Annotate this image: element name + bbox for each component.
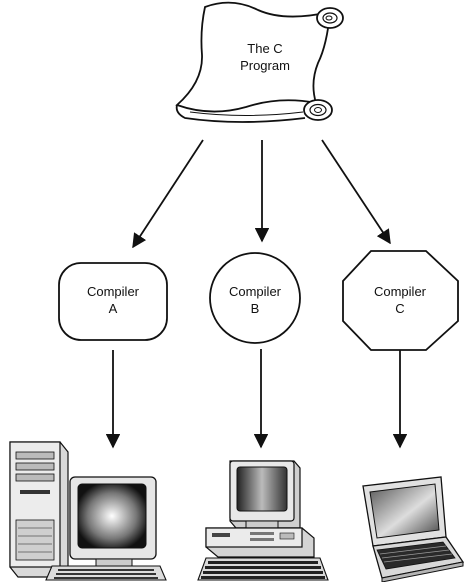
- arrow-to-compiler-a: [132, 139, 204, 249]
- compiler-b-label-line2: B: [251, 301, 260, 316]
- compiler-c-label-line2: C: [395, 301, 404, 316]
- compiler-b-node: Compiler B: [209, 252, 301, 344]
- laptop-computer-icon: [362, 476, 465, 582]
- desktop-computer-icon: [197, 460, 329, 581]
- compiler-c-node: Compiler C: [342, 250, 459, 351]
- compiler-a-node: Compiler A: [58, 262, 168, 341]
- compiler-b-label-line1: Compiler: [229, 284, 282, 299]
- compiler-a-label-line1: Compiler: [87, 284, 140, 299]
- arrow-to-compiler-c: [321, 139, 391, 245]
- scroll-icon: [175, 1, 344, 123]
- program-label-line2: Program: [240, 58, 290, 73]
- compiler-c-label-line1: Compiler: [374, 284, 427, 299]
- desktop-tower-computer-icon: [9, 441, 167, 581]
- compiler-a-label-line2: A: [109, 301, 118, 316]
- program-label-line1: The C: [247, 41, 282, 56]
